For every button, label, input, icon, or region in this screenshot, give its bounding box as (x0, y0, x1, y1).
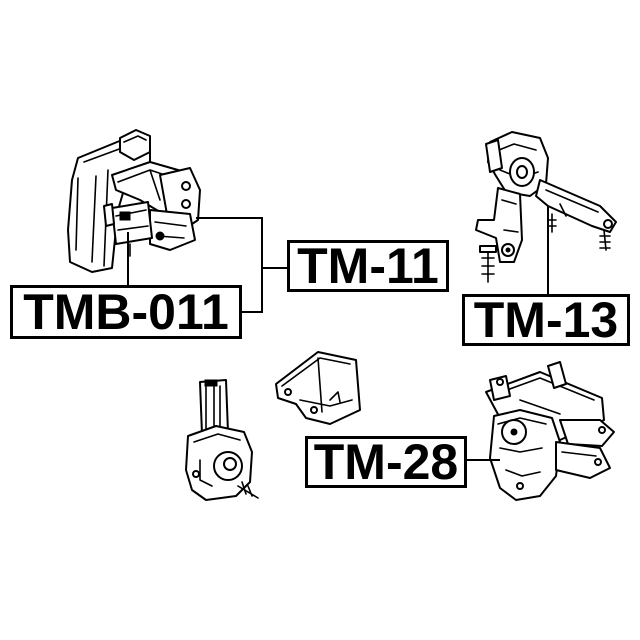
part-label-tm-13: TM-13 (462, 294, 630, 346)
mount-small-bottom-left-drawing (185, 379, 259, 501)
engine-mount-tm11-drawing (67, 129, 201, 273)
part-label-tm-11: TM-11 (287, 240, 449, 292)
engine-mount-tm13-drawing (475, 131, 617, 283)
part-label-tm-28: TM-28 (305, 436, 467, 488)
leader-lines-tm11 (127, 217, 287, 313)
part-label-tmb-011: TMB-011 (10, 285, 242, 339)
engine-mount-tm28-drawing (485, 361, 615, 501)
bracket-center-drawing (275, 351, 361, 425)
